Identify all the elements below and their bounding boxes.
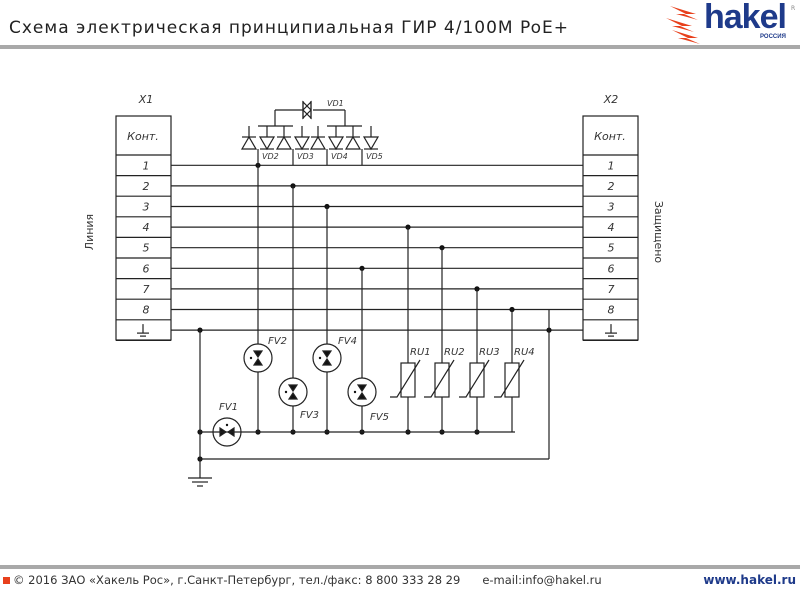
- arrester-fv5: FV5: [347, 268, 389, 432]
- x2-pin-6: 6: [608, 262, 615, 275]
- fv-label: FV1: [219, 402, 238, 413]
- varistor-ru4: RU4: [494, 309, 535, 432]
- arrester-fv3: FV3: [278, 185, 319, 432]
- copyright-text: © 2016 ЗАО «Хакель Рос», г.Санкт-Петербу…: [13, 573, 461, 587]
- ground-icon: [605, 324, 617, 337]
- header-divider: [0, 45, 800, 49]
- hakel-logo[interactable]: hakel R РОССИЯ: [662, 0, 800, 44]
- diode-bridge: VD1 VD2 VD3 VD4 VD5: [240, 99, 383, 166]
- x2-pin-3: 3: [608, 201, 615, 214]
- x1-pin-1: 1: [143, 159, 150, 172]
- x1-pin-6: 6: [143, 262, 150, 275]
- x2-pin-8: 8: [608, 304, 615, 317]
- x2-pin-1: 1: [608, 159, 615, 172]
- connector-x2-header: Конт.: [594, 130, 626, 143]
- diode-vd2: VD2: [240, 126, 279, 166]
- logo-wordmark: hakel: [704, 0, 787, 36]
- page-title: Схема электрическая принципиальная ГИР 4…: [9, 18, 570, 38]
- vd-label: VD5: [366, 152, 383, 161]
- vd-label: VD3: [297, 152, 314, 161]
- x2-pin-7: 7: [608, 283, 615, 296]
- fv-label: FV4: [338, 336, 357, 347]
- vd-label: VD4: [331, 152, 348, 161]
- connector-x2: X2 Конт. 1 2 3 4 5 6 7 8 Защищено: [582, 93, 665, 341]
- line-side-label: Линия: [83, 214, 96, 250]
- arrester-fv1: FV1: [212, 402, 242, 447]
- junction-dot: [439, 245, 445, 251]
- bullet-icon: [3, 577, 10, 584]
- lightning-bolts-icon: [666, 6, 700, 44]
- x1-pin-3: 3: [143, 201, 150, 214]
- email-link[interactable]: e-mail:info@hakel.ru: [482, 573, 602, 587]
- protected-side-label: Защищено: [652, 201, 665, 264]
- diode-vd5: VD5: [344, 126, 383, 166]
- x1-pin-7: 7: [143, 283, 150, 296]
- x1-pin-8: 8: [143, 304, 150, 317]
- schematic: X1 Конт. 1 2 3 4 5 6 7 8 Линия X2 Конт. 1 2 3 4 5 6 7…: [83, 93, 665, 487]
- ground-icon: [137, 324, 149, 337]
- vd-label: VD2: [262, 152, 279, 161]
- ru-label: RU4: [514, 347, 535, 358]
- vd1-label: VD1: [327, 99, 344, 108]
- arrester-fv4: FV4: [312, 206, 357, 432]
- varistor-ru3: RU3: [459, 288, 500, 432]
- x1-pin-4: 4: [143, 221, 150, 234]
- x2-pin-5: 5: [608, 242, 615, 255]
- footer: © 2016 ЗАО «Хакель Рос», г.Санкт-Петербу…: [3, 573, 602, 587]
- signal-buses: [171, 162, 583, 462]
- x2-pin-4: 4: [608, 221, 615, 234]
- ru-label: RU3: [479, 347, 500, 358]
- connector-x1: X1 Конт. 1 2 3 4 5 6 7 8 Линия: [83, 93, 172, 341]
- connector-x2-name: X2: [603, 93, 619, 106]
- fv-label: FV2: [268, 336, 287, 347]
- ru-label: RU2: [444, 347, 465, 358]
- ground-rails: [188, 309, 550, 487]
- diode-vd1: VD1: [275, 99, 345, 120]
- x1-pin-2: 2: [143, 180, 150, 193]
- fv-label: FV3: [300, 410, 319, 421]
- diode-vd3: VD3: [275, 126, 314, 166]
- logo-subtitle: РОССИЯ: [760, 34, 786, 40]
- varistor-ru2: RU2: [424, 247, 465, 432]
- arrester-fv2: FV2: [243, 165, 287, 432]
- x1-pin-5: 5: [143, 242, 150, 255]
- footer-divider: [0, 565, 800, 569]
- x2-pin-2: 2: [608, 180, 615, 193]
- connector-x1-name: X1: [138, 93, 154, 106]
- ru-label: RU1: [410, 347, 431, 358]
- registered-mark: R: [791, 5, 796, 12]
- website-link[interactable]: www.hakel.ru: [703, 573, 796, 587]
- fv-label: FV5: [370, 412, 389, 423]
- diode-vd4: VD4: [309, 126, 348, 166]
- varistor-ru1: RU1: [390, 227, 431, 432]
- connector-x1-header: Конт.: [127, 130, 159, 143]
